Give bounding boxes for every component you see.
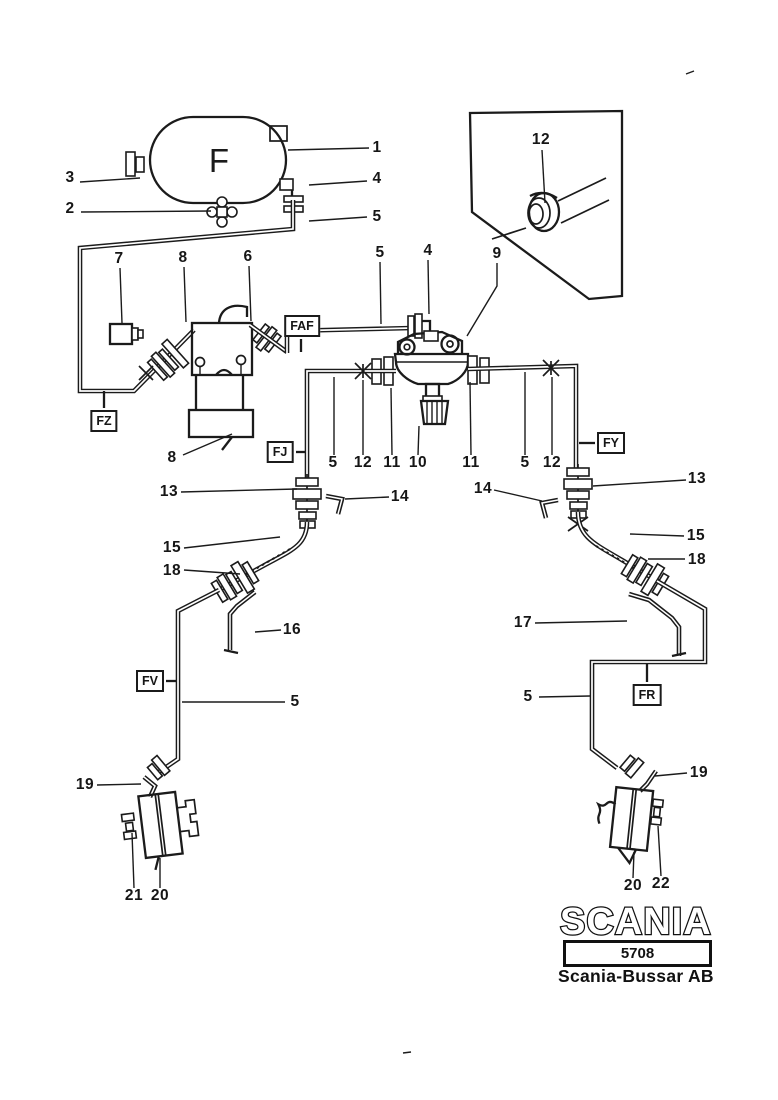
callout-5-row-right: 5 [520,454,530,471]
callout-9: 9 [492,245,502,262]
brake-chamber-right [595,785,665,866]
callout-11-row-left: 11 [383,454,401,471]
tank-letter: F [208,142,230,179]
supply-pipe-left [77,200,296,408]
callout-10: 10 [408,454,428,471]
label-box-stubs [166,441,649,683]
callout-14-right: 14 [473,480,493,497]
callout-14-left: 14 [390,488,410,505]
callout-18-left: 18 [162,562,182,579]
label-box-fz: FZ [90,410,118,432]
callout-17: 17 [513,614,533,631]
callout-5-mid: 5 [375,244,385,261]
label-box-fv: FV [136,670,164,692]
callout-19-right: 19 [689,764,709,781]
callout-1: 1 [372,139,382,156]
drawing-number-box: 5708 [563,940,712,967]
leader-lines [79,70,695,1054]
callout-5-bottom-left: 5 [290,693,300,710]
label-box-fr: FR [632,684,662,706]
callout-13-right: 13 [687,470,707,487]
tank-drain-valve [206,196,238,228]
callout-7: 7 [114,250,124,267]
callout-5-tank: 5 [372,208,382,225]
callout-5-row-left: 5 [328,454,338,471]
main-valve [371,330,490,426]
callout-2: 2 [65,200,75,217]
callout-11-row-right: 11 [462,454,480,471]
callout-12-row-right: 12 [542,454,562,471]
cylinder-part-7 [108,322,144,346]
branch-pipes [304,359,579,478]
callout-6: 6 [243,248,253,265]
callout-20-right: 20 [623,877,643,894]
left-valve-assembly [138,304,283,451]
callout-22: 22 [651,875,671,892]
callout-19-left: 19 [75,776,95,793]
callout-21: 21 [124,887,144,904]
callout-20-left: 20 [150,887,170,904]
scania-logo: SCANIA [560,901,712,943]
callout-4: 4 [372,170,382,187]
callout-12-row-left: 12 [353,454,373,471]
callout-15-left: 15 [162,539,182,556]
label-box-fj: FJ [266,441,294,463]
callout-3: 3 [65,169,75,186]
company-name: Scania-Bussar AB [558,966,714,986]
bracket-17 [628,591,687,658]
coupling-stack-right [539,464,593,532]
callout-5-bottom-right: 5 [523,688,533,705]
callout-4-mid: 4 [423,242,433,259]
label-box-fy: FY [597,432,625,454]
callout-13-left: 13 [159,483,179,500]
callout-8-low: 8 [167,449,177,466]
bracket-16 [223,590,257,655]
label-box-faf: FAF [284,315,320,337]
callout-16: 16 [282,621,302,638]
callout-12-inset: 12 [531,131,551,148]
callout-18-right: 18 [687,551,707,568]
callout-15-right: 15 [686,527,706,544]
brake-chamber-left [120,790,200,871]
hose-and-pipe-right [575,511,708,770]
coupling-stack-left [292,474,345,529]
elbow-19-right [618,754,658,793]
callout-8-top: 8 [178,249,188,266]
elbow-19-left [142,754,171,798]
